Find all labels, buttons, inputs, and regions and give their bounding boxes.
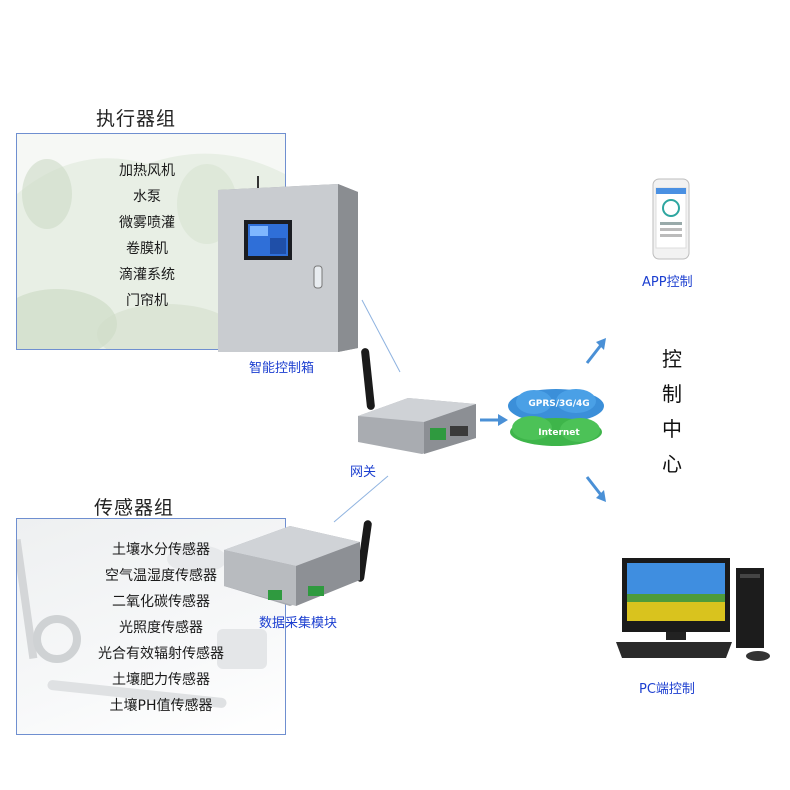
control-center-char: 心 — [662, 452, 682, 476]
sensor-item: 空气温湿度传感器 — [105, 568, 217, 584]
actuator-item: 卷膜机 — [126, 241, 168, 257]
sensor-group-title: 传感器组 — [94, 497, 175, 519]
sensor-item: 二氧化碳传感器 — [112, 594, 210, 610]
actuator-item: 水泵 — [133, 189, 161, 205]
control-center-char: 中 — [662, 417, 682, 441]
cloud-network-label: GPRS/3G/4G — [528, 399, 590, 409]
control-center-char: 控 — [662, 347, 682, 371]
arrow-right-icon — [480, 414, 508, 426]
sensors-backdrop — [17, 539, 267, 708]
actuator-group-title: 执行器组 — [96, 108, 177, 130]
control-center-label: 控 制 中 心 — [657, 342, 687, 482]
sensor-item: 光照度传感器 — [119, 620, 203, 636]
actuator-item: 加热风机 — [119, 163, 175, 179]
data-module-label: 数据采集模块 — [259, 616, 338, 631]
control-box-label: 智能控制箱 — [249, 361, 315, 376]
control-box-image — [218, 176, 358, 352]
smartphone-image — [652, 178, 690, 260]
app-control-label: APP控制 — [642, 275, 693, 290]
control-center-char: 制 — [662, 382, 682, 406]
cloud-icon — [508, 389, 604, 446]
actuator-item: 门帘机 — [126, 293, 168, 309]
sensor-item: 土壤水分传感器 — [112, 542, 210, 558]
desktop-pc-image — [616, 558, 770, 661]
sensor-item: 土壤PH值传感器 — [109, 698, 213, 714]
arrow-up-right-icon — [585, 338, 606, 364]
actuator-item: 滴灌系统 — [119, 267, 175, 283]
data-module-image — [224, 520, 372, 606]
sensor-item: 光合有效辐射传感器 — [98, 646, 224, 662]
sensor-item: 土壤肥力传感器 — [112, 672, 210, 688]
arrow-down-right-icon — [585, 476, 606, 502]
actuator-item: 微雾喷灌 — [119, 215, 175, 231]
cloud-internet-label: Internet — [538, 428, 580, 438]
gateway-label: 网关 — [350, 465, 377, 480]
pc-control-label: PC端控制 — [639, 682, 695, 697]
gateway-image — [358, 348, 476, 454]
